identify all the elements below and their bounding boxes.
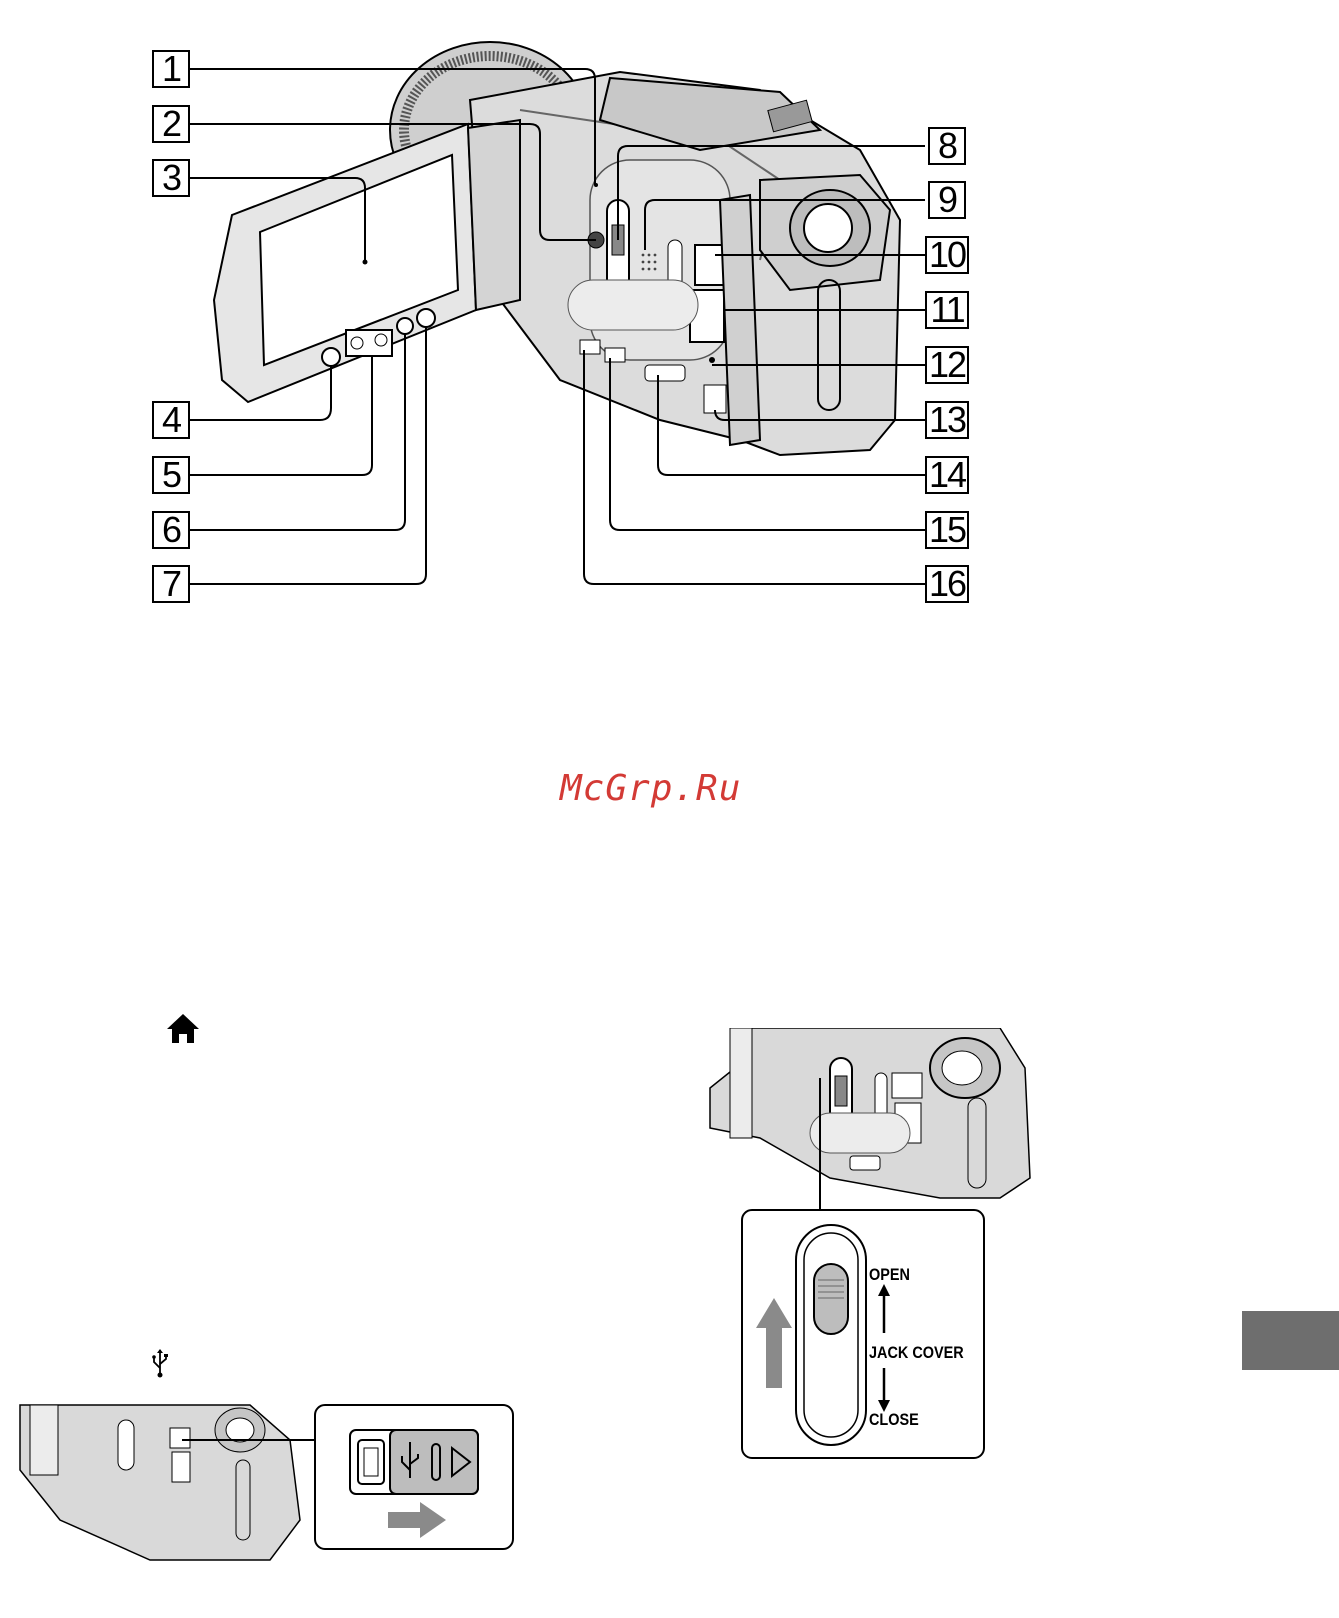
callout-8: 8: [928, 127, 966, 165]
callout-15: 15: [925, 511, 969, 549]
callout-9: 9: [928, 181, 966, 219]
usb-icon: [150, 1348, 170, 1378]
jack-cover-title-label: JACK COVER: [869, 1343, 964, 1363]
callout-5: 5: [152, 456, 190, 494]
camcorder-diagram: [0, 0, 1339, 640]
callout-12: 12: [925, 346, 969, 384]
callout-13: 13: [925, 401, 969, 439]
callout-6: 6: [152, 511, 190, 549]
usb-jack-diagram: [0, 1400, 520, 1618]
callout-2: 2: [152, 105, 190, 143]
callout-7: 7: [152, 565, 190, 603]
callout-3: 3: [152, 159, 190, 197]
callout-11: 11: [925, 291, 969, 329]
jack-cover-open-label: OPEN: [869, 1265, 910, 1285]
callout-4: 4: [152, 401, 190, 439]
watermark: McGrp.Ru: [560, 768, 800, 809]
callout-14: 14: [925, 456, 969, 494]
side-tab: [1242, 1311, 1339, 1370]
jack-cover-diagram: [700, 1028, 1040, 1460]
callout-16: 16: [925, 565, 969, 603]
home-icon: [166, 1012, 200, 1044]
jack-cover-close-label: CLOSE: [869, 1410, 919, 1430]
callout-1: 1: [152, 50, 190, 88]
callout-10: 10: [925, 236, 969, 274]
